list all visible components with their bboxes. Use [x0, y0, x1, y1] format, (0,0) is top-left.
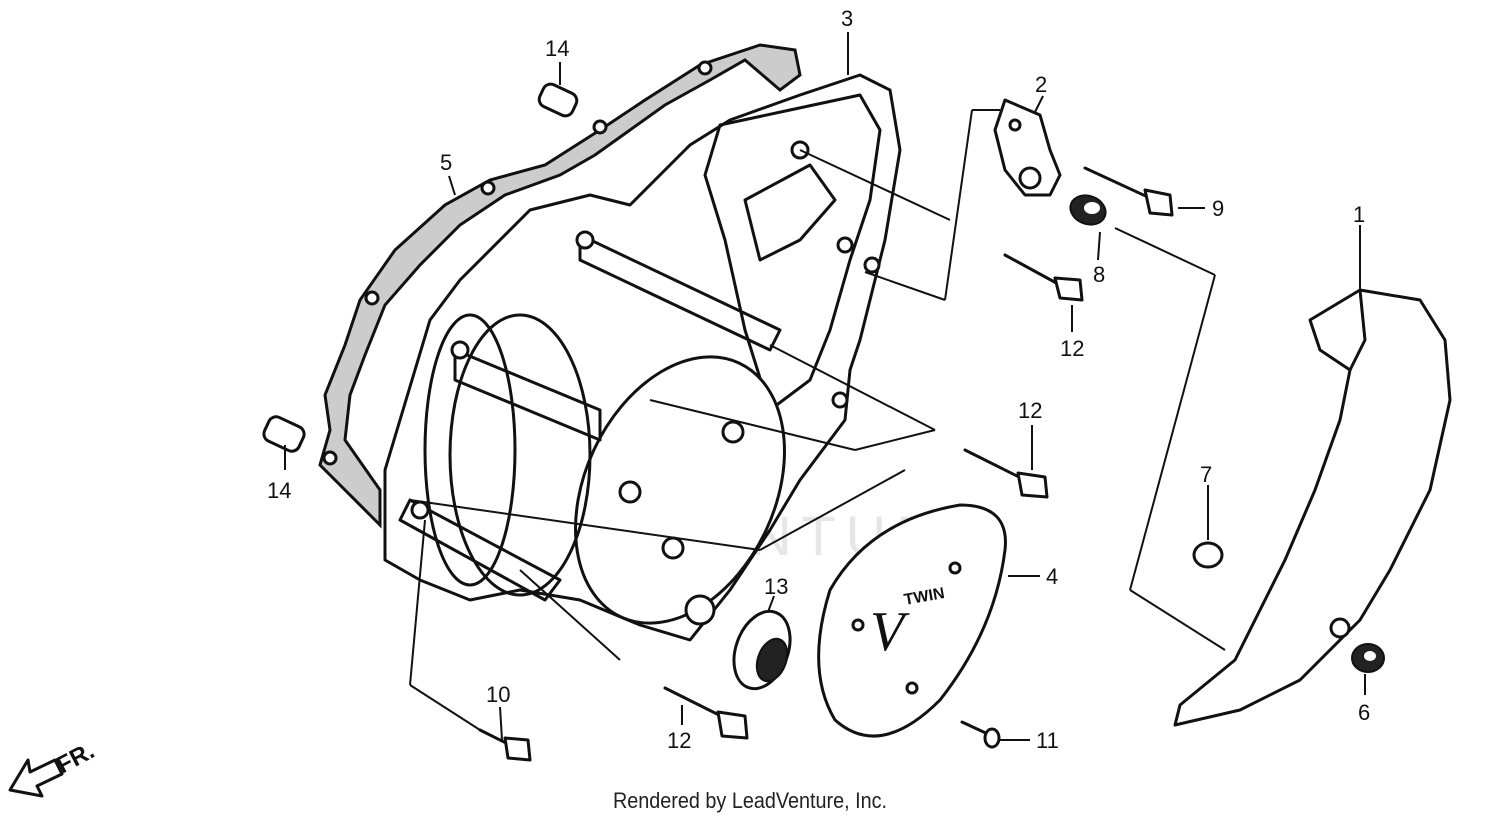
- gasket-part-5[interactable]: [318, 43, 802, 529]
- reference-lines: [409, 109, 1226, 731]
- callout-10: 10: [486, 682, 510, 707]
- oil-seal-part-13[interactable]: [724, 604, 800, 697]
- nut-part-6[interactable]: [1351, 643, 1385, 673]
- callout-12-lower: 12: [667, 728, 691, 753]
- callout-14-left: 14: [267, 478, 291, 503]
- washer-part-8[interactable]: [1066, 191, 1109, 230]
- grommet-part-7[interactable]: [1192, 541, 1224, 569]
- callout-13: 13: [764, 574, 788, 599]
- bracket-part-2[interactable]: [993, 98, 1062, 197]
- bolt-part-12-middle[interactable]: [963, 448, 1049, 499]
- callout-9: 9: [1212, 196, 1224, 221]
- emblem-letter: V: [870, 601, 910, 663]
- callout-4: 4: [1046, 564, 1058, 589]
- dowel-pin-part-14-top[interactable]: [537, 82, 580, 119]
- bolt-part-10[interactable]: [478, 728, 532, 762]
- callout-6: 6: [1358, 700, 1370, 725]
- callout-3: 3: [841, 6, 853, 31]
- callout-2: 2: [1035, 72, 1047, 97]
- callout-1: 1: [1353, 202, 1365, 227]
- callout-12-middle: 12: [1018, 398, 1042, 423]
- callout-8: 8: [1093, 262, 1105, 287]
- bolt-part-12-lower[interactable]: [663, 686, 749, 740]
- callout-11: 11: [1036, 728, 1059, 753]
- guard-part-1[interactable]: [1173, 288, 1452, 727]
- front-arrow-icon: [8, 758, 64, 798]
- dowel-pin-part-14-left[interactable]: [261, 414, 306, 454]
- bolt-part-9[interactable]: [1083, 166, 1174, 217]
- callout-14-top: 14: [545, 36, 569, 61]
- crankcase-cover-part-3[interactable]: [383, 73, 902, 657]
- screw-part-11[interactable]: [960, 720, 1001, 749]
- callout-7: 7: [1200, 462, 1212, 487]
- footer-credit: Rendered by LeadVenture, Inc.: [612, 788, 888, 813]
- emblem-text: TWIN: [903, 585, 946, 609]
- emblem-cover-part-4[interactable]: V TWIN: [817, 503, 1007, 738]
- bolt-part-12-upper[interactable]: [1003, 253, 1084, 302]
- callout-leaders: [284, 32, 1366, 741]
- callout-5: 5: [440, 150, 452, 175]
- callout-12-upper: 12: [1060, 336, 1084, 361]
